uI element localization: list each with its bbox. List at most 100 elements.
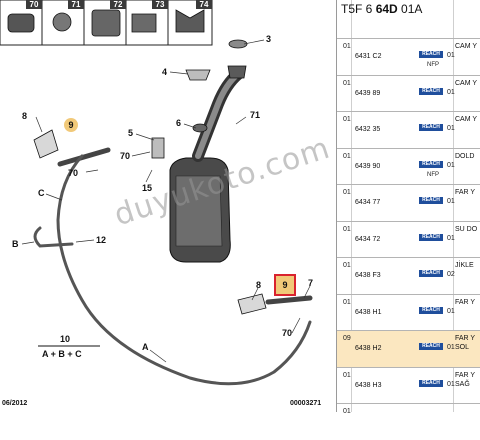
row-index: 01 <box>343 152 351 160</box>
row-index: 01 <box>343 79 351 87</box>
part-label: 4 <box>162 67 168 77</box>
part-reference: 6438 H2 <box>355 345 382 352</box>
row-quantity: 01 <box>447 344 455 351</box>
part-label: 6 <box>176 118 182 128</box>
part-reference: 6434 72 <box>355 235 381 243</box>
part-description: JİKLE <box>455 262 474 269</box>
part-label: 15 <box>142 183 153 193</box>
thumbnail-label: 71 <box>68 0 84 9</box>
part-label: C <box>38 188 45 198</box>
part-label: 70 <box>68 168 79 178</box>
thumbnail-label: 70 <box>26 0 42 9</box>
part-description: CAM Y <box>455 79 478 87</box>
part-description: CAM Y <box>455 116 478 123</box>
row-index: 09 <box>343 335 351 342</box>
part-reference: 6434 77 <box>355 199 381 206</box>
part-description: CAM Y <box>455 43 478 50</box>
row-quantity: 01 <box>447 88 455 96</box>
part-description-side: SAĞ <box>455 380 470 388</box>
part-label: A <box>142 342 149 352</box>
part-label: 3 <box>266 34 272 44</box>
row-quantity: 01 <box>447 198 455 205</box>
part-description: SU DO <box>455 225 478 233</box>
part-label: 8 <box>256 280 262 290</box>
column-divider <box>351 0 352 412</box>
reach-badge: REACH <box>419 160 443 168</box>
reach-badge: REACH <box>419 51 443 58</box>
part-reference: 6438 H3 <box>355 381 382 389</box>
kit-formula: A + B + C <box>42 349 82 359</box>
part-description: FAR Y <box>455 335 476 342</box>
part-label: 71 <box>250 110 261 120</box>
row-index: 01 <box>343 298 351 306</box>
row-quantity: 01 <box>447 52 455 59</box>
header-prefix: T5F 6 <box>341 2 376 16</box>
reach-badge: REACH <box>419 197 443 204</box>
part-reference: 6439 90 <box>355 162 381 170</box>
selected-part-marker[interactable]: 9 <box>274 274 296 296</box>
part-description: FAR Y <box>455 189 476 196</box>
diagram-code: 00003271 <box>290 400 322 407</box>
reach-badge: REACH <box>419 233 443 241</box>
table-header: T5F 6 64D 01A <box>341 2 422 16</box>
part-reference: 6432 35 <box>355 126 381 133</box>
part-description: DOLD <box>455 152 475 160</box>
reach-badge: REACH <box>419 270 443 277</box>
row-quantity: 01 <box>447 161 455 169</box>
part-reference: 6439 89 <box>355 89 381 97</box>
diagram-date: 06/2012 <box>2 400 28 407</box>
reach-badge: REACH <box>419 124 443 131</box>
reach-badge: REACH <box>419 379 443 387</box>
header-code: 64D <box>375 2 398 16</box>
row-quantity: 02 <box>447 271 455 278</box>
part-label: 12 <box>96 235 107 245</box>
part-description: FAR Y <box>455 371 476 379</box>
row-index: 01 <box>343 262 351 269</box>
row-index: 01 <box>343 225 351 233</box>
highlight-badge: 9 <box>64 118 78 132</box>
part-label: B <box>12 239 19 249</box>
row-quantity: 01 <box>447 234 455 242</box>
part-label: 70 <box>282 328 293 338</box>
row-quantity: 01 <box>447 125 455 132</box>
row-index: 01 <box>343 189 351 196</box>
part-label: 70 <box>120 151 131 161</box>
table-row[interactable]: 01 <box>337 403 480 440</box>
row-quantity: 01 <box>447 380 455 388</box>
part-reference: 6438 H1 <box>355 308 382 316</box>
header-suffix: 01A <box>397 2 423 16</box>
row-index: 01 <box>343 371 351 379</box>
parts-diagram: 70 71 72 73 74 3 4 5 6 71 8 70 15 70 C B… <box>0 0 335 407</box>
reach-badge: REACH <box>419 343 443 350</box>
part-label: 5 <box>128 128 134 138</box>
row-quantity: 01 <box>447 307 455 315</box>
column-divider <box>453 0 454 412</box>
row-note: NFP <box>427 62 439 68</box>
thumbnail-label: 72 <box>110 0 126 9</box>
kit-number: 10 <box>60 334 71 344</box>
row-index: 01 <box>343 43 351 50</box>
row-note: NFP <box>427 171 439 178</box>
reach-badge: REACH <box>419 306 443 314</box>
thumbnail-label: 73 <box>152 0 168 9</box>
part-description: FAR Y <box>455 298 476 306</box>
diagram-drawing <box>0 0 313 386</box>
reach-badge: REACH <box>419 87 443 95</box>
part-reference: 6438 F3 <box>355 272 381 279</box>
part-label: 8 <box>22 111 28 121</box>
part-reference: 6431 C2 <box>355 53 382 60</box>
part-description-side: SOL <box>455 344 470 351</box>
row-index: 01 <box>343 116 351 123</box>
thumbnail-label: 74 <box>196 0 212 9</box>
